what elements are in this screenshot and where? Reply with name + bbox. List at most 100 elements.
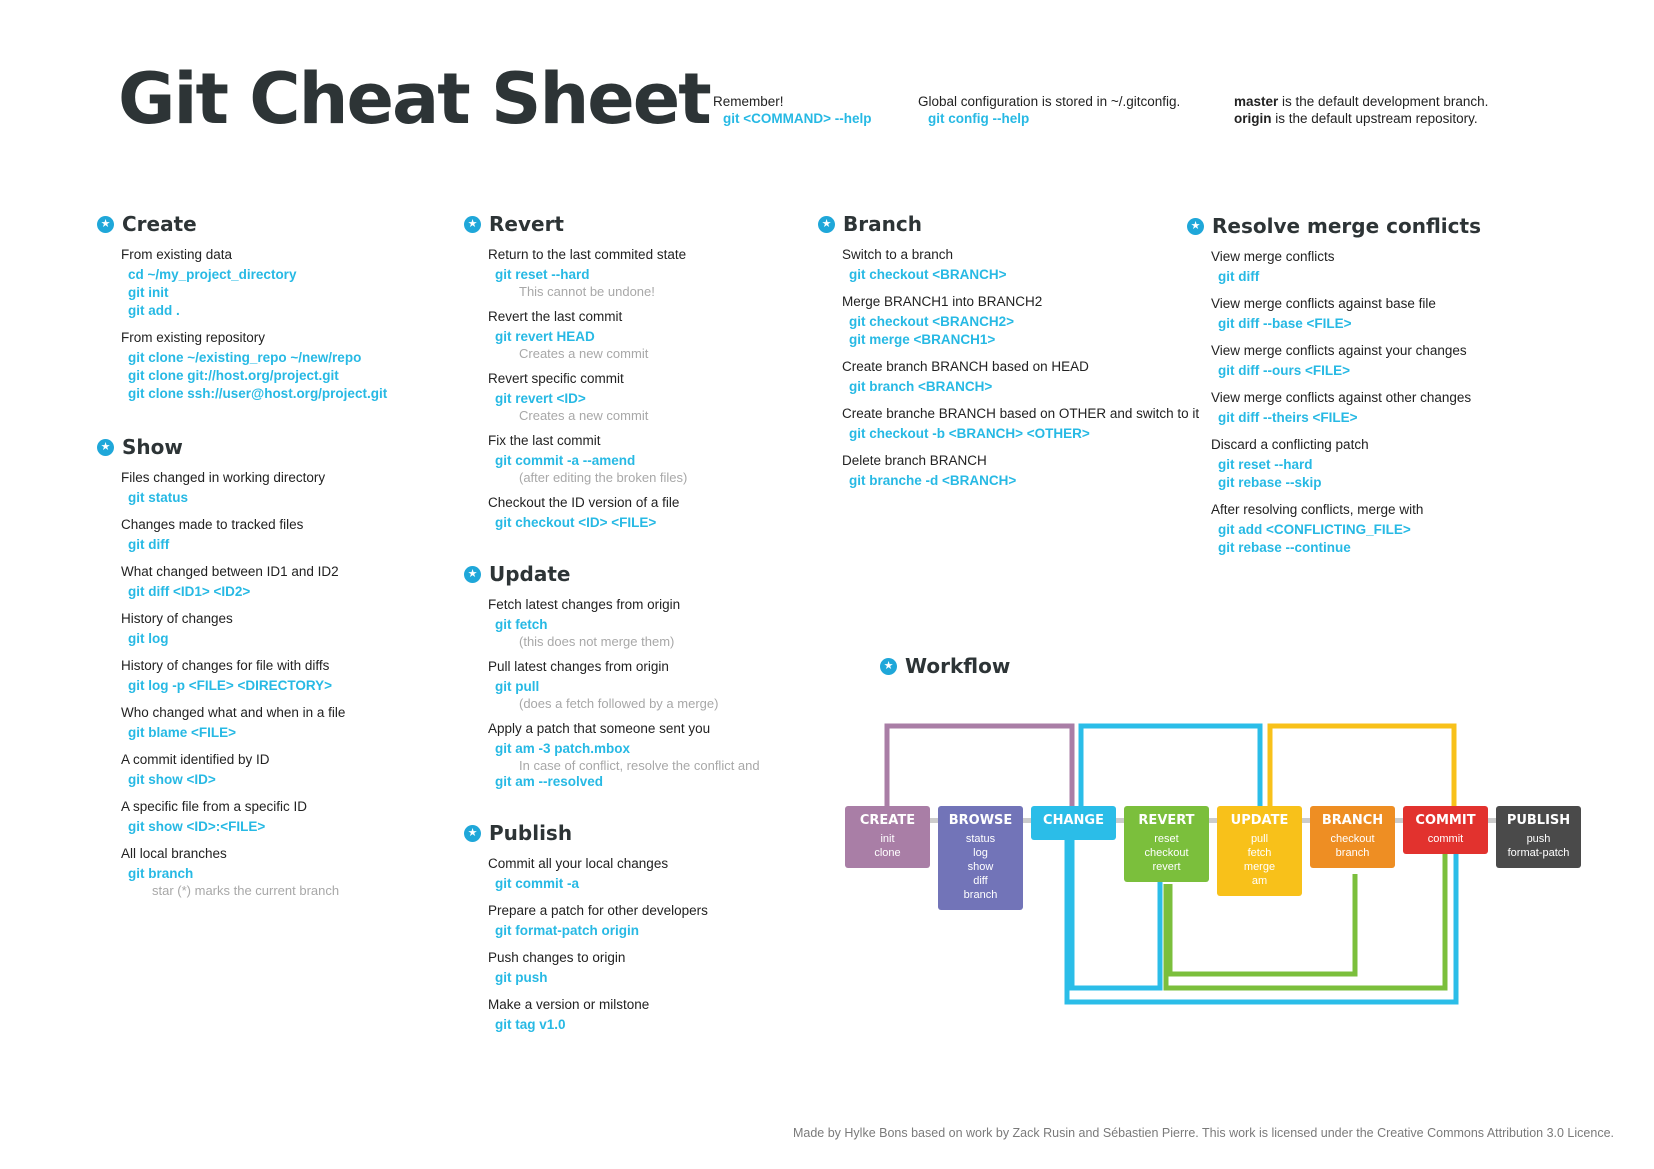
- command-text: git status: [128, 490, 189, 505]
- note-help-cmd: git <COMMAND> --help: [723, 111, 872, 126]
- star-bullet-icon: ★: [464, 824, 481, 842]
- item-description: History of changes for file with diffs: [121, 658, 330, 673]
- command-text: git branch: [128, 866, 194, 881]
- revert-heading: ★Revert: [464, 212, 687, 236]
- workflow-box-command: init: [880, 833, 895, 845]
- command-hint: In case of conflict, resolve the conflic…: [519, 758, 760, 773]
- item-description: View merge conflicts: [1211, 249, 1335, 264]
- workflow-box-label: REVERT: [1138, 813, 1195, 828]
- workflow-box-change: CHANGE: [1031, 806, 1116, 840]
- workflow-link: [1302, 818, 1310, 823]
- item-description: A specific file from a specific ID: [121, 799, 308, 814]
- resolve-heading: ★Resolve merge conflicts: [1187, 214, 1481, 238]
- command-text: git fetch: [495, 617, 548, 632]
- item-description: Apply a patch that someone sent you: [488, 721, 711, 736]
- workflow-box-label: CHANGE: [1043, 813, 1104, 828]
- command-text: git clone ~/existing_repo ~/new/repo: [128, 350, 362, 365]
- command-hint: Creates a new commit: [519, 408, 649, 423]
- command-text: git format-patch origin: [495, 923, 639, 938]
- create-item: From existing repository git clone ~/exis…: [121, 329, 387, 403]
- update-title: Update: [489, 562, 571, 586]
- item-description: A commit identified by ID: [121, 752, 270, 767]
- workflow-box-command: diff: [973, 875, 988, 887]
- command-text: git commit -a: [495, 876, 580, 891]
- footer-credits: Made by Hylke Bons based on work by Zack…: [792, 1126, 1614, 1140]
- item-description: From existing repository: [121, 330, 266, 345]
- command-text: git revert <ID>: [495, 391, 586, 406]
- workflow-box-command: checkout: [1144, 847, 1189, 859]
- item-description: Files changed in working directory: [121, 470, 326, 485]
- workflow-link: [930, 818, 938, 823]
- command-text: git checkout <BRANCH2>: [849, 314, 1015, 329]
- master-rest: is the default development branch.: [1278, 94, 1489, 109]
- branch-item: Create branche BRANCH based on OTHER and…: [842, 405, 1199, 443]
- command-text: git add .: [128, 303, 180, 318]
- workflow-box-label: BRANCH: [1321, 813, 1384, 828]
- item-description: Create branche BRANCH based on OTHER and…: [842, 406, 1200, 421]
- command-text: cd ~/my_project_directory: [128, 267, 297, 282]
- command-text: git revert HEAD: [495, 329, 595, 344]
- publish-title: Publish: [489, 821, 573, 845]
- workflow-box-label: CREATE: [859, 813, 916, 828]
- command-text: git checkout <BRANCH>: [849, 267, 1007, 282]
- item-description: Return to the last commited state: [488, 247, 687, 262]
- item-description: View merge conflicts against your change…: [1211, 343, 1467, 358]
- workflow-box-command: checkout: [1330, 833, 1375, 845]
- create-title: Create: [122, 212, 197, 236]
- workflow-box-command: status: [965, 833, 996, 845]
- command-text: git init: [128, 285, 169, 300]
- resolve-item: View merge conflicts against your change…: [1211, 342, 1481, 380]
- command-hint: This cannot be undone!: [519, 284, 655, 299]
- update-item: Fetch latest changes from origin git fetc…: [488, 596, 760, 649]
- revert-title: Revert: [489, 212, 564, 236]
- command-hint: (this does not merge them): [519, 634, 675, 649]
- item-description: History of changes: [121, 611, 233, 626]
- command-text: git pull: [495, 679, 540, 694]
- item-description: Create branch BRANCH based on HEAD: [842, 359, 1089, 374]
- workflow-link: [1116, 818, 1124, 823]
- command-text: git diff --base <FILE>: [1218, 316, 1352, 331]
- create-heading: ★Create: [97, 212, 387, 236]
- star-bullet-icon: ★: [464, 565, 481, 583]
- workflow-box-label: BROWSE: [948, 813, 1013, 828]
- command-text: git diff <ID1> <ID2>: [128, 584, 251, 599]
- command-text: git rebase --continue: [1218, 540, 1351, 555]
- command-text: git commit -a --amend: [495, 453, 636, 468]
- note-config: Global configuration is stored in ~/.git…: [918, 93, 1180, 128]
- command-text: git diff --theirs <FILE>: [1218, 410, 1358, 425]
- command-text: git blame <FILE>: [128, 725, 237, 740]
- workflow-box-label: PUBLISH: [1506, 813, 1571, 828]
- item-description: After resolving conflicts, merge with: [1211, 502, 1424, 517]
- command-text: git clone ssh://user@host.org/project.gi…: [128, 386, 388, 401]
- command-text: git show <ID>:<FILE>: [128, 819, 266, 834]
- workflow-box-command: reset: [1154, 833, 1179, 845]
- update-heading: ★ Update: [464, 562, 760, 586]
- command-text: git diff --ours <FILE>: [1218, 363, 1350, 378]
- command-hint: (does a fetch followed by a merge): [519, 696, 719, 711]
- item-description: Fetch latest changes from origin: [488, 597, 681, 612]
- command-hint: (after editing the broken files): [519, 470, 688, 485]
- connector-create-change: [884, 723, 1075, 806]
